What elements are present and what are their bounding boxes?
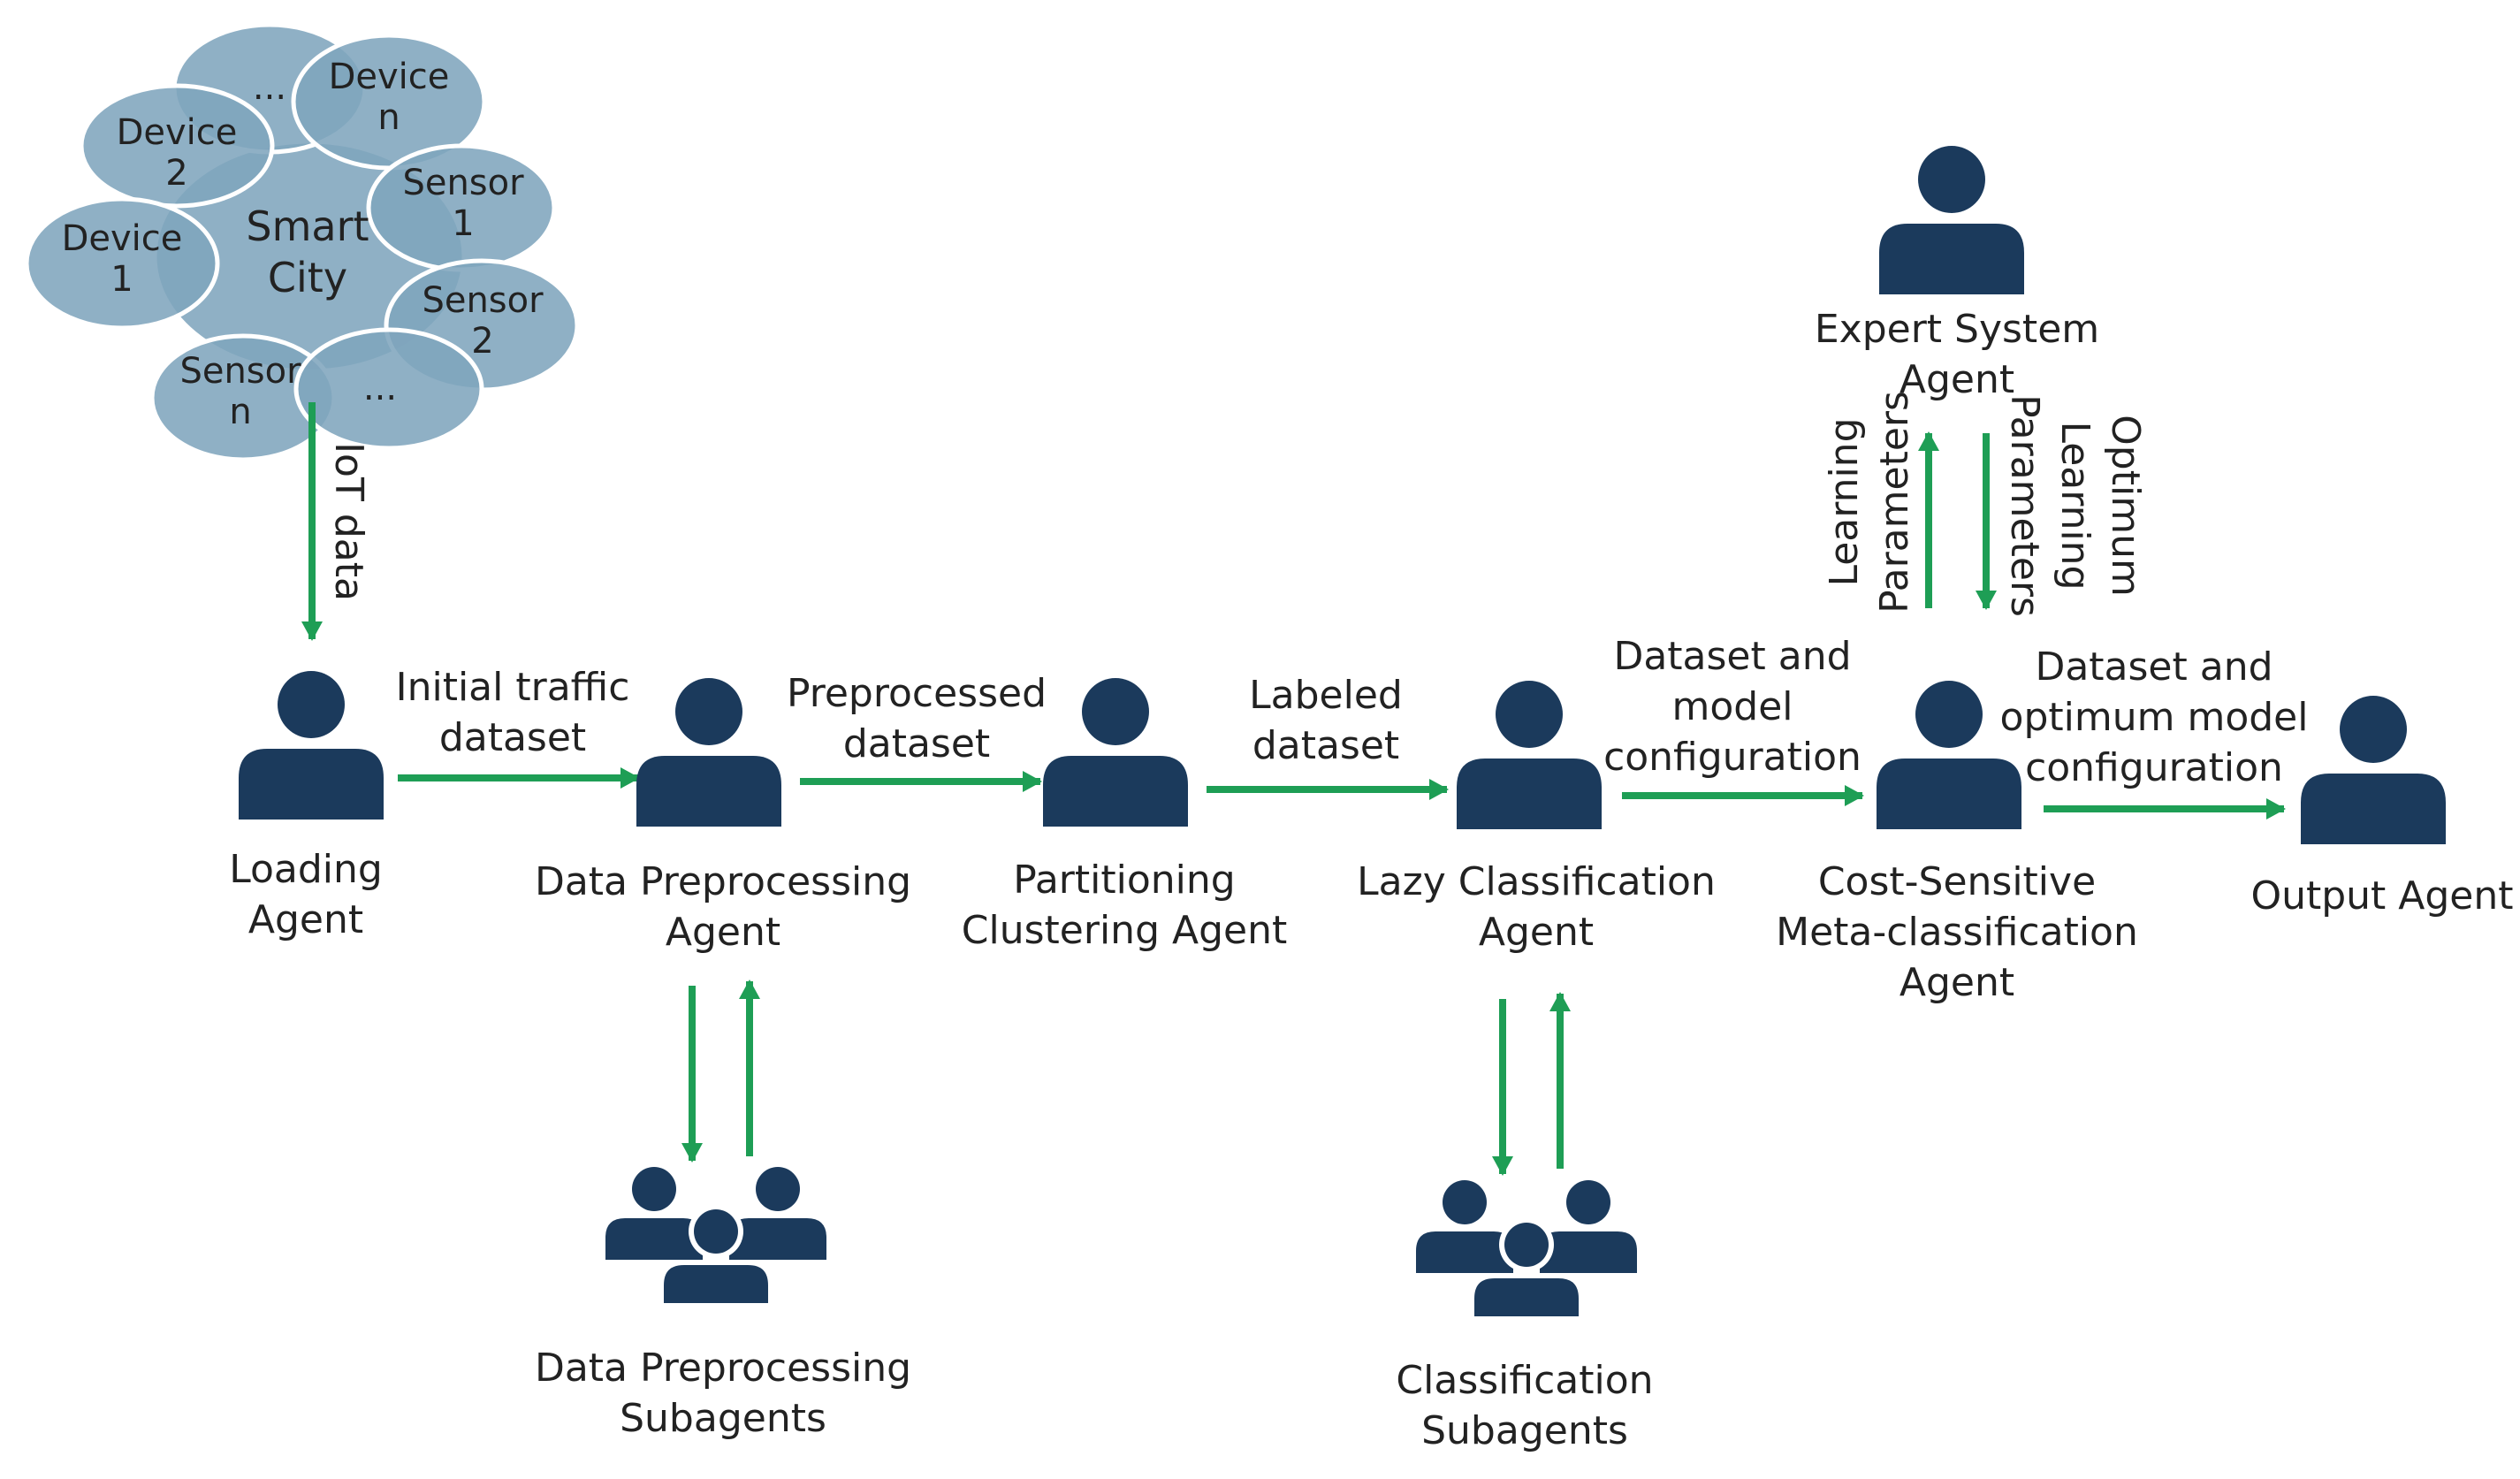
flow-optimum-learning-parameters-label-line-3: Parameters — [2002, 394, 2047, 617]
flow-dataset-model-config-label-line-1: Dataset and — [1613, 634, 1851, 679]
cloud-node-sensor-2-label-line-2: 2 — [471, 321, 493, 362]
flow-optimum-learning-parameters-label-line-1: Optimum — [2103, 415, 2148, 597]
flow-labeled-label: Labeled dataset — [1249, 673, 1403, 768]
flow-dataset-optimum-config-label-line-2: optimum model — [2000, 695, 2309, 740]
cloud-node-sensor-n-label-line-2: n — [229, 392, 251, 432]
data-preprocessing-agent-label-line-1: Data Preprocessing — [535, 859, 911, 904]
flow-preprocessed-label: Preprocessed dataset — [787, 671, 1047, 766]
cloud-node-device-1-label-line-1: Device — [62, 218, 183, 259]
cloud-node-sensor-1-label-line-1: Sensor — [402, 163, 524, 203]
lazy-classification-agent-label-line-2: Agent — [1479, 910, 1594, 955]
expert-system-agent-label-line-2: Agent — [1900, 357, 2014, 402]
data-preprocessing-subagents-label-line-2: Subagents — [620, 1396, 826, 1441]
cloud-shapes — [24, 22, 580, 462]
flow-learning-parameters-label-line-1: Learning — [1822, 417, 1867, 586]
cloud-node-device-2-label-line-2: 2 — [165, 153, 187, 194]
flow-dataset-optimum-config-label-line-1: Dataset and — [2035, 644, 2273, 690]
expert-system-agent-label-line-1: Expert System — [1815, 307, 2099, 352]
partitioning-clustering-agent-person-icon — [1043, 678, 1188, 827]
data-preprocessing-subagents-label-line-1: Data Preprocessing — [535, 1346, 911, 1391]
flow-dataset-model-config-label-line-2: model — [1671, 684, 1793, 729]
flow-optimum-learning-parameters-label-line-2: Learning — [2052, 421, 2097, 590]
cloud-node-sensor-2-label-line-1: Sensor — [422, 280, 544, 321]
cloud-device-1-shape — [24, 196, 220, 331]
flow-dataset-optimum-config-label-line-3: configuration — [2025, 745, 2283, 790]
cloud-node-device-2-label-line-1: Device — [117, 112, 238, 153]
loading-agent-person-icon — [239, 671, 384, 820]
smart-city-label-line-1: Smart — [246, 202, 369, 250]
cloud-node-device-n-label-line-2: n — [377, 97, 400, 138]
subagent-icons — [605, 1167, 1637, 1322]
flow-dataset-model-config-label: Dataset and model configuration — [1603, 634, 1861, 780]
cloud-device-2-shape — [79, 83, 275, 209]
cloud-node-ellipsis-bottom-label: ... — [363, 368, 397, 408]
flow-iot-data-label: IoT data — [326, 442, 371, 601]
classification-subagents-label-line-1: Classification — [1396, 1358, 1653, 1403]
classification-subagents-label-line-2: Subagents — [1421, 1408, 1628, 1453]
lazy-classification-agent-label-line-1: Lazy Classification — [1357, 859, 1716, 904]
cost-sensitive-agent-label-line-3: Agent — [1900, 960, 2014, 1005]
output-agent-label: Output Agent — [2250, 873, 2513, 919]
output-agent-person-icon — [2301, 696, 2446, 844]
cloud-node-device-1-label-line-2: 1 — [110, 259, 133, 300]
cloud-node-ellipsis-top-label-line-1: ... — [253, 67, 286, 108]
loading-agent-label-line-2: Agent — [248, 897, 363, 942]
cloud-node-ellipsis-top-label: ... — [253, 67, 286, 108]
cost-sensitive-agent-label-line-1: Cost-Sensitive — [1818, 859, 2096, 904]
flow-iot-data-label-line-1: IoT data — [326, 442, 371, 601]
flow-learning-parameters-label-line-2: Parameters — [1872, 391, 1917, 614]
smart-city-label-line-2: City — [268, 254, 347, 301]
cost-sensitive-agent-person-icon — [1877, 681, 2021, 829]
partitioning-clustering-agent-label-line-1: Partitioning — [1013, 858, 1235, 903]
flow-optimum-learning-parameters-label: OptimumLearningParameters — [2002, 394, 2148, 617]
flow-dataset-model-config-label-line-3: configuration — [1603, 735, 1861, 780]
cost-sensitive-agent-label-line-2: Meta-classification — [1776, 910, 2138, 955]
cloud-ellipsis-bottom-shape — [293, 327, 484, 451]
classification-subagents-group-icon — [1416, 1180, 1637, 1322]
flow-labeled-label-line-2: dataset — [1252, 723, 1399, 768]
flow-initial-traffic-label-line-2: dataset — [439, 715, 586, 760]
cloud-node-ellipsis-bottom-label-line-1: ... — [363, 368, 397, 408]
expert-system-agent-person-icon — [1879, 146, 2024, 294]
data-preprocessing-subagents-group-icon — [605, 1167, 826, 1308]
lazy-classification-agent-person-icon — [1457, 681, 1602, 829]
flow-initial-traffic-label-line-1: Initial traffic — [396, 665, 630, 710]
partitioning-clustering-agent-label-line-2: Clustering Agent — [962, 908, 1287, 953]
cloud-node-sensor-n-label-line-1: Sensor — [179, 351, 301, 392]
cloud-node-sensor-1-label-line-2: 1 — [452, 203, 474, 244]
loading-agent-label-line-1: Loading — [229, 847, 383, 892]
agent-icons — [239, 146, 2446, 844]
flow-initial-traffic-label: Initial traffic dataset — [396, 665, 630, 760]
output-agent-label-line-1: Output Agent — [2250, 873, 2513, 919]
flow-arrows — [301, 402, 2286, 1176]
data-preprocessing-agent-person-icon — [636, 678, 781, 827]
flow-preprocessed-label-line-2: dataset — [843, 721, 990, 766]
flow-dataset-optimum-config-label: Dataset and optimum model configuration — [2000, 644, 2309, 790]
data-preprocessing-agent-label-line-2: Agent — [666, 910, 780, 955]
cloud-node-device-n-label-line-1: Device — [329, 57, 450, 97]
flow-labeled-label-line-1: Labeled — [1249, 673, 1403, 718]
flow-preprocessed-label-line-1: Preprocessed — [787, 671, 1047, 716]
